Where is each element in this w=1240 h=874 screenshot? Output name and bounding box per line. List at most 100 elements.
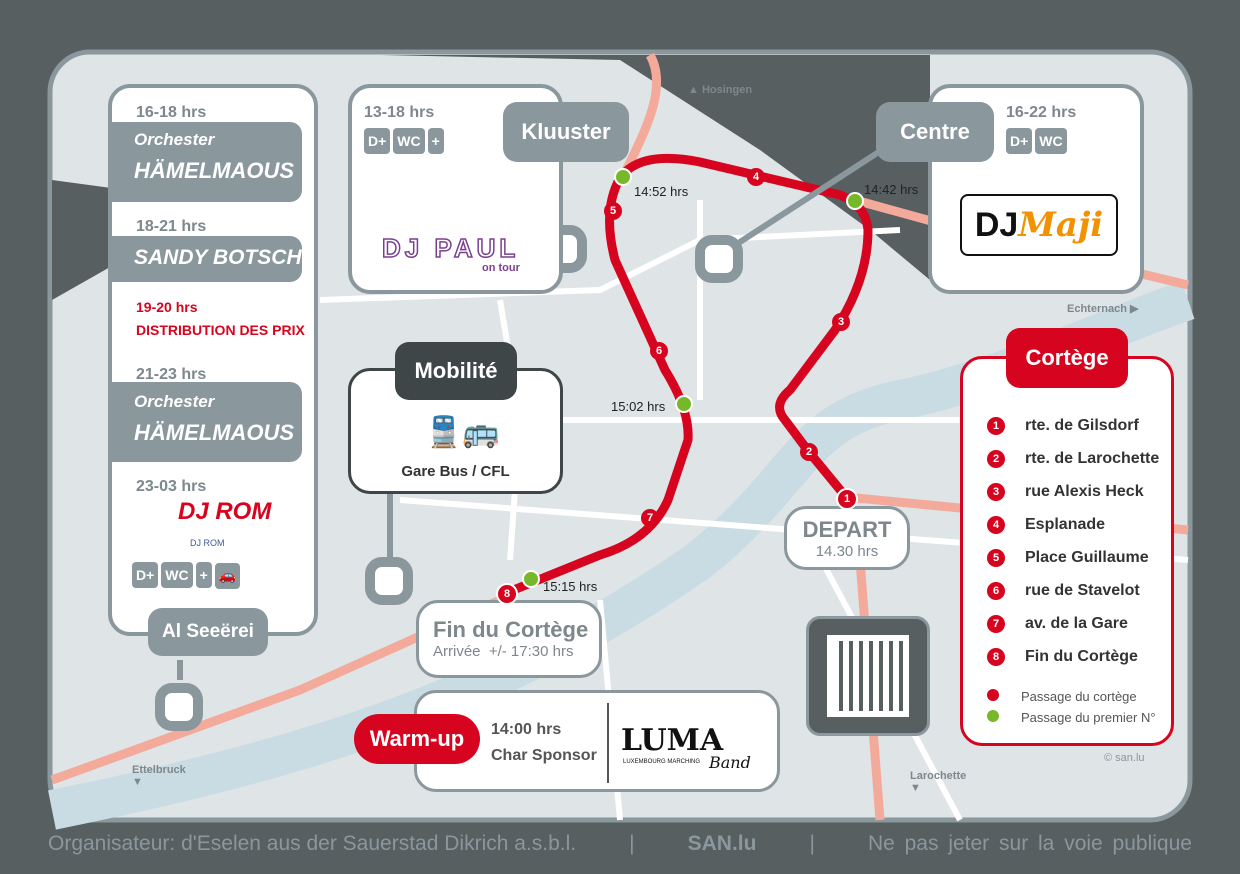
slot-time: 21-23 hrs [136, 366, 207, 383]
warmup-time: 14:00 hrs [491, 721, 562, 738]
legend-item: 5 Place Guillaume [987, 541, 1171, 574]
mobility-title: Mobilité [395, 342, 517, 400]
street-name: rue de Stavelot [1025, 581, 1140, 599]
route-number: 4 [987, 515, 1005, 534]
location-kluuster: Kluuster [503, 102, 629, 162]
centre-panel: 16-22 hrs D+WC DJ Maji [928, 84, 1144, 294]
route-number: 2 [987, 449, 1005, 468]
slot-line1: Orchester [134, 392, 215, 411]
car-icon: 🚗 [214, 562, 241, 589]
direction-label: Ettelbruck [132, 764, 186, 776]
route-number: 6 [650, 342, 668, 360]
luma-band: Band [709, 753, 751, 772]
toilet-icon: WC [1035, 128, 1067, 154]
depart-title: DEPART [802, 517, 892, 542]
route-number: 7 [987, 614, 1005, 633]
train-bus-icon: 🚆🚌 [425, 416, 500, 449]
time-label: 14:52 hrs [634, 184, 689, 199]
copyright: © san.lu [1104, 752, 1145, 764]
schedule-panel: 16-18 hrs Orchester HÄMELMAOUS 18-21 hrs… [108, 84, 318, 636]
divider [607, 703, 609, 783]
direction-echternach: Echternach ▶ [1067, 303, 1139, 315]
route-number: 8 [987, 647, 1005, 666]
route-number: 3 [987, 482, 1005, 501]
slot-band: Orchester HÄMELMAOUS [108, 122, 302, 202]
slot-band: Orchester HÄMELMAOUS [108, 382, 302, 462]
slot-time: 18-21 hrs [136, 218, 207, 235]
luma-sub: LUXEMBOURG MARCHING [623, 759, 701, 765]
footer-brand: SAN.lu [687, 832, 757, 855]
red-dot-icon [987, 689, 999, 701]
dj-paul-logo: DJ PAUL [381, 232, 520, 264]
street-name: av. de la Gare [1025, 614, 1128, 632]
direction-hosingen: ▲ Hosingen [688, 84, 753, 96]
drink-food-icon: D+ [1006, 128, 1033, 154]
mobility-label: Gare Bus / CFL [401, 463, 510, 480]
legend-list: 1 rte. de Gilsdorf 2 rte. de Larochette 3 rue… [987, 409, 1171, 673]
footer-sep: | [629, 832, 635, 855]
finish-arrival: Arrivée +/- 17:30 hrs [433, 643, 574, 660]
street-name: Esplanade [1025, 515, 1106, 533]
slot-band: SANDY BOTSCH [108, 236, 302, 282]
legend-item: 6 rue de Stavelot [987, 574, 1171, 607]
finish-box: Fin du Cortège Arrivée +/- 17:30 hrs [416, 600, 602, 678]
legend-item: 2 rte. de Larochette [987, 442, 1171, 475]
dj-paul-sub: on tour [482, 262, 520, 274]
street-name: Fin du Cortège [1025, 647, 1138, 665]
street-name: rte. de Larochette [1025, 449, 1160, 467]
first-aid-icon: + [195, 562, 212, 588]
route-legend: 1 rte. de Gilsdorf 2 rte. de Larochette 3 rue… [960, 356, 1174, 746]
logo-dj: DJ [974, 205, 1019, 244]
street-name: rte. de Gilsdorf [1025, 416, 1139, 434]
route-number-end: 8 [496, 583, 518, 605]
dj-maji-logo: DJ Maji [960, 194, 1118, 256]
toilet-icon: WC [393, 128, 425, 154]
legend-item: 7 av. de la Gare [987, 607, 1171, 640]
direction-label: Larochette [910, 770, 967, 782]
slot-line2: HÄMELMAOUS [134, 158, 295, 183]
location-al-seeerei: Al Seeërei [148, 608, 268, 656]
green-dot-icon [987, 710, 999, 722]
slot-time: 13-18 hrs [364, 104, 435, 121]
direction-label: Hosingen [701, 84, 753, 96]
legend-item: 1 rte. de Gilsdorf [987, 409, 1171, 442]
amenity-icons: D+WC+🚗 [132, 562, 243, 589]
route-number: 1 [987, 416, 1005, 435]
slot-time: 23-03 hrs [136, 478, 207, 495]
route-number: 5 [987, 548, 1005, 567]
drink-food-icon: D+ [364, 128, 391, 154]
dj-rom-facebook: DJ ROM [190, 538, 225, 548]
finish-title: Fin du Cortège [433, 617, 589, 642]
footer-organizer: Organisateur: d'Eselen aus der Sauerstad… [48, 832, 577, 855]
footer: Organisateur: d'Eselen aus der Sauerstad… [48, 832, 1192, 856]
slot-line1: Orchester [134, 130, 215, 149]
slot-time: 16-22 hrs [1006, 104, 1077, 121]
amenity-icons: D+WC+ [364, 128, 447, 154]
direction-label: Echternach [1067, 303, 1127, 315]
dj-rom-logo: DJ ROM [178, 498, 272, 525]
time-label: 15:02 hrs [611, 399, 666, 414]
warmup-sub: Char Sponsor [491, 747, 597, 764]
first-aid-icon: + [427, 128, 444, 154]
legend-red: Passage du cortège [987, 689, 1171, 704]
route-number: 3 [832, 313, 850, 331]
footer-notice: Ne pas jeter sur la voie publique [867, 832, 1192, 855]
street-name: Place Guillaume [1025, 548, 1149, 566]
legend-green-label: Passage du premier N° [1021, 710, 1156, 725]
footer-sep: | [809, 832, 815, 855]
street-name: rue Alexis Heck [1025, 482, 1144, 500]
slot-time: 19-20 hrs [136, 299, 198, 315]
drink-food-icon: D+ [132, 562, 159, 588]
prize-distribution: DISTRIBUTION DES PRIX [136, 322, 305, 338]
direction-ettelbruck: Ettelbruck▼ [132, 764, 186, 788]
warmup-badge: Warm-up [354, 714, 480, 764]
amenity-icons: D+WC [1006, 128, 1070, 154]
time-label: 14:42 hrs [864, 182, 919, 197]
slot-line2: HÄMELMAOUS [134, 420, 295, 445]
first-passage-dots [522, 168, 864, 588]
qr-code[interactable] [806, 616, 930, 736]
slot-time: 16-18 hrs [136, 104, 207, 121]
route-number: 6 [987, 581, 1005, 600]
logo-name: Maji [1018, 205, 1104, 245]
depart-time: 14.30 hrs [815, 543, 879, 560]
